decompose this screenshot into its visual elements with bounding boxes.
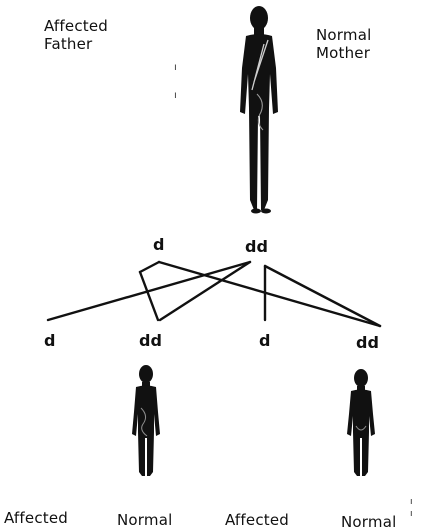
- father-label-line2: Father: [44, 35, 93, 53]
- father-genotype: d: [153, 235, 165, 254]
- cross-line-father-left: [138, 260, 161, 274]
- offspring-label-3: Affected: [225, 511, 289, 529]
- gamete-label-1: d: [44, 331, 56, 350]
- gamete-label-2: dd: [139, 331, 162, 350]
- stray-mark-2: ı: [174, 90, 177, 101]
- mother-genotype: dd: [245, 237, 268, 256]
- cross-line-mother-1: [46, 260, 252, 322]
- offspring-label-1: Affected: [4, 509, 68, 527]
- offspring-label-2: Normal: [117, 511, 173, 529]
- cross-line-father-right: [157, 260, 382, 328]
- cross-line-father-down: [138, 270, 160, 322]
- cross-line-mother-4: [263, 264, 382, 328]
- stray-mark-1: ı: [174, 62, 177, 73]
- offspring-figure-normal-left: [127, 364, 165, 480]
- mother-figure: [228, 4, 290, 216]
- cross-line-mother-2: [158, 260, 252, 322]
- offspring-label-4: Normal: [341, 513, 397, 531]
- mother-label-line2: Mother: [316, 44, 371, 62]
- gamete-label-3: d: [259, 331, 271, 350]
- edge-mark-2: ı: [410, 509, 413, 519]
- offspring-figure-normal-right: [343, 368, 379, 480]
- mother-label-line1: Normal: [316, 26, 372, 44]
- father-label-line1: Affected: [44, 17, 108, 35]
- edge-mark-1: ı: [410, 497, 413, 507]
- gamete-label-4: dd: [356, 333, 379, 352]
